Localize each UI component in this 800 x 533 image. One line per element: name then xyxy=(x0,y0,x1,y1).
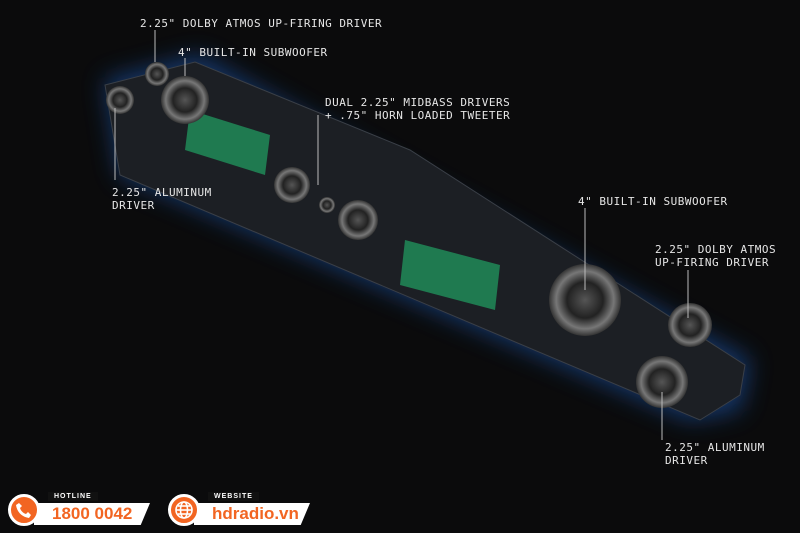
hotline-tag: HOTLINE xyxy=(48,492,98,501)
label-atmos-left: 2.25" DOLBY ATMOS UP-FIRING DRIVER xyxy=(140,17,383,30)
label-subwoofer-left: 4" BUILT-IN SUBWOOFER xyxy=(178,46,328,59)
label-line: DRIVER xyxy=(112,199,155,212)
leader-lines xyxy=(114,30,689,440)
label-midbass: DUAL 2.25" MIDBASS DRIVERS+ .75" HORN LO… xyxy=(325,96,510,122)
hotline-number[interactable]: 1800 0042 xyxy=(34,503,150,525)
label-subwoofer-right: 4" BUILT-IN SUBWOOFER xyxy=(578,195,728,208)
label-line: UP-FIRING DRIVER xyxy=(655,256,769,269)
hotline-badge[interactable]: 1800 0042 HOTLINE xyxy=(4,492,154,528)
label-line: DRIVER xyxy=(665,454,708,467)
circuit-board-left xyxy=(185,110,270,175)
label-line: 2.25" DOLBY ATMOS xyxy=(655,243,777,256)
label-line: DUAL 2.25" MIDBASS DRIVERS xyxy=(325,96,511,109)
label-line: 2.25" ALUMINUM xyxy=(665,441,765,454)
circuit-board-right xyxy=(400,240,500,310)
website-tag: WEBSITE xyxy=(208,492,259,501)
phone-icon xyxy=(8,494,40,526)
label-line: 2.25" ALUMINUM xyxy=(112,186,212,199)
label-line: + .75" HORN LOADED TWEETER xyxy=(325,109,511,122)
website-url[interactable]: hdradio.vn xyxy=(194,503,310,525)
speaker-drivers xyxy=(106,62,712,408)
globe-icon xyxy=(168,494,200,526)
website-badge[interactable]: hdradio.vn WEBSITE xyxy=(164,492,314,528)
